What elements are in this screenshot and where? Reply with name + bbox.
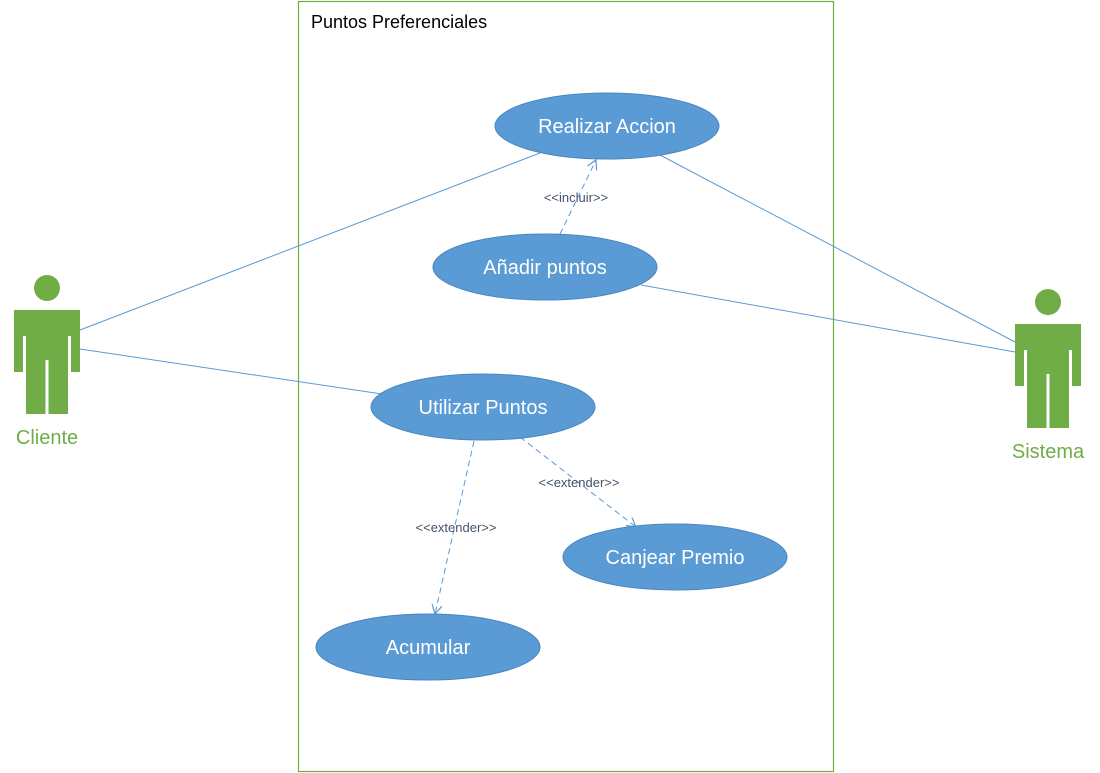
- use-case-label: Añadir puntos: [483, 257, 606, 279]
- use-case-label: Acumular: [386, 637, 471, 659]
- use-case-label: Utilizar Puntos: [419, 397, 548, 419]
- use-case-label: Realizar Accion: [538, 116, 676, 138]
- extend-dependency-line-canjear: [519, 436, 637, 528]
- association-cliente-realizar: [79, 152, 541, 331]
- association-sistema-anadir: [640, 284, 1016, 353]
- person-icon: [1015, 289, 1081, 428]
- use-case-realizar-accion[interactable]: Realizar Accion: [494, 92, 720, 160]
- actor-label: Sistema: [1012, 441, 1085, 463]
- system-boundary: [297, 0, 835, 773]
- use-case-canjear-premio[interactable]: Canjear Premio: [562, 523, 788, 591]
- actor-label: Cliente: [16, 427, 78, 449]
- include-dependency-line: [559, 158, 598, 235]
- include-stereotype-label: <<incluir>>: [544, 190, 608, 205]
- person-icon: [14, 275, 80, 414]
- use-case-anadir-puntos[interactable]: Añadir puntos: [432, 233, 658, 301]
- system-title: Puntos Preferenciales: [311, 12, 487, 32]
- actor-sistema[interactable]: Sistema: [1012, 289, 1085, 463]
- use-case-label: Canjear Premio: [606, 547, 745, 569]
- use-case-utilizar-puntos[interactable]: Utilizar Puntos: [370, 373, 596, 441]
- association-cliente-utilizar: [79, 348, 383, 395]
- extend-stereotype-label-acumular: <<extender>>: [416, 520, 497, 535]
- association-sistema-realizar: [659, 154, 1016, 343]
- extend-stereotype-label-canjear: <<extender>>: [539, 475, 620, 490]
- use-case-acumular[interactable]: Acumular: [315, 613, 541, 681]
- actor-cliente[interactable]: Cliente: [14, 275, 80, 449]
